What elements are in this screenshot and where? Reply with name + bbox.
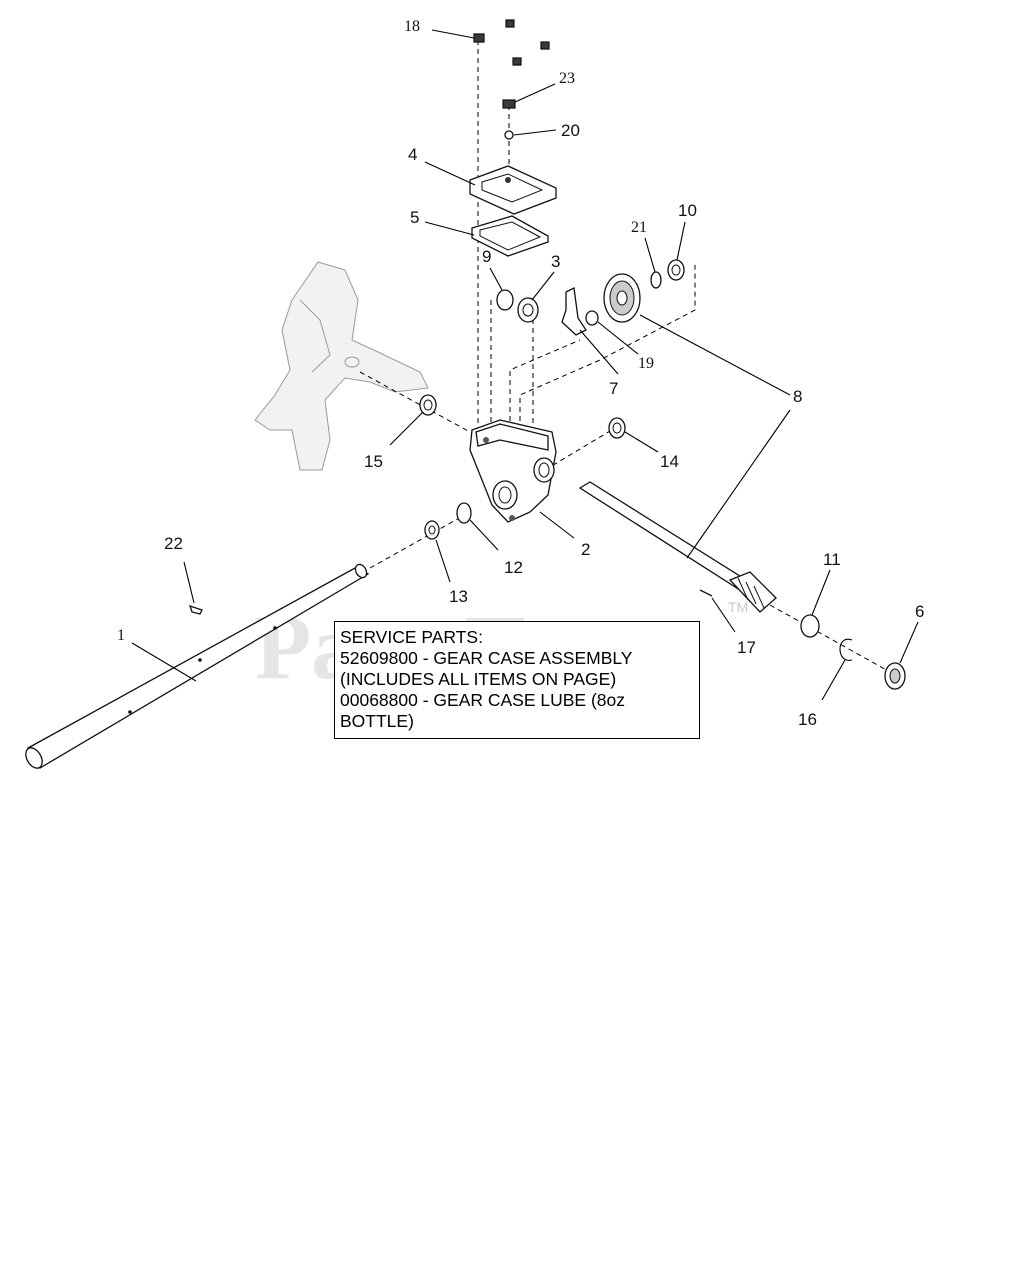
- part-bracket-7: [561, 287, 587, 336]
- spare-bolt: [505, 19, 515, 28]
- part-seal-6: [884, 662, 906, 690]
- part-key-22: [188, 604, 203, 615]
- callout-18: 18: [404, 18, 420, 35]
- callout-8: 8: [793, 387, 802, 406]
- service-parts-line: 00068800 - GEAR CASE LUBE (8oz: [340, 690, 626, 710]
- part-shaft-1: [25, 563, 370, 769]
- callout-1: 1: [117, 627, 125, 644]
- watermark-tm: TM: [728, 599, 748, 615]
- part-plug-23: [502, 99, 516, 109]
- service-parts-box: SERVICE PARTS: 52609800 - GEAR CASE ASSE…: [334, 621, 700, 739]
- callout-22: 22: [164, 534, 183, 553]
- service-parts-line: (INCLUDES ALL ITEMS ON PAGE): [340, 669, 617, 689]
- part-bolt-18: [473, 33, 485, 43]
- callout-17: 17: [737, 638, 756, 657]
- callout-19: 19: [638, 355, 654, 372]
- callout-2: 2: [581, 540, 590, 559]
- callout-14: 14: [660, 452, 679, 471]
- callout-16: 16: [798, 710, 817, 729]
- callout-6: 6: [915, 602, 924, 621]
- callout-7: 7: [609, 379, 618, 398]
- part-washer-20: [504, 130, 514, 140]
- callout-13: 13: [449, 587, 468, 606]
- service-parts-line: 52609800 - GEAR CASE ASSEMBLY: [340, 648, 633, 668]
- part-pin-17: [699, 589, 713, 597]
- part-bearing-9: [496, 289, 514, 311]
- callout-10: 10: [678, 201, 697, 220]
- impeller-ghost: [254, 261, 429, 471]
- leader-lines: [131, 29, 919, 701]
- assembly-lines: [359, 40, 891, 673]
- part-ring-19: [585, 310, 599, 326]
- part-bearing-11: [800, 614, 820, 638]
- part-gear-case-2: [469, 419, 557, 523]
- callout-5: 5: [410, 208, 419, 227]
- service-parts-line: BOTTLE): [340, 711, 414, 731]
- callout-23: 23: [559, 70, 575, 87]
- part-gear-8: [603, 273, 641, 323]
- spare-bolt: [512, 57, 522, 66]
- callout-labels: 18 23 20 4 5 9 3 21 10 19 7 8 15 14 2 12…: [117, 18, 924, 729]
- callout-15: 15: [364, 452, 383, 471]
- part-clip-16: [839, 638, 853, 661]
- callout-21: 21: [631, 219, 647, 236]
- callout-11: 11: [823, 550, 841, 569]
- part-worm-shaft: [578, 481, 777, 613]
- part-washer-21: [650, 271, 662, 289]
- callout-12: 12: [504, 558, 523, 577]
- callout-3: 3: [551, 252, 560, 271]
- part-ring-12: [456, 502, 472, 524]
- spare-bolt: [540, 41, 550, 50]
- callout-9: 9: [482, 247, 491, 266]
- callout-20: 20: [561, 121, 580, 140]
- callout-4: 4: [408, 145, 417, 164]
- service-parts-heading: SERVICE PARTS:: [340, 627, 483, 647]
